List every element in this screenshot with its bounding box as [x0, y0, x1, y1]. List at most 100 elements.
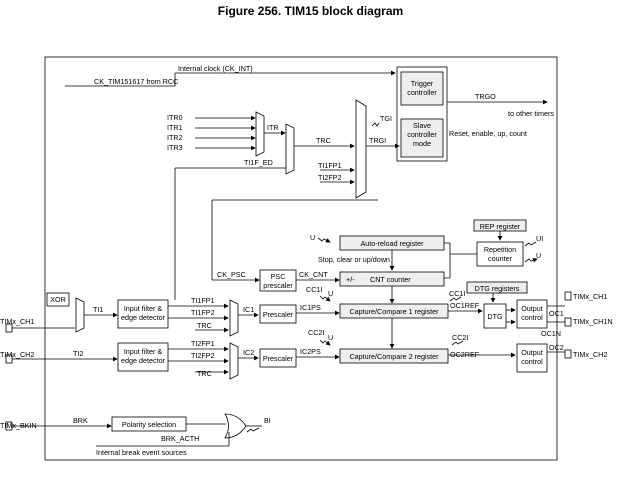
trigger-controller-block: [400, 71, 444, 106]
oc2ref-label: OC2REF: [450, 350, 480, 359]
ic2-mux: [229, 342, 239, 380]
oc1-label: OC1: [549, 309, 564, 318]
ti1-mux: [75, 297, 85, 333]
cnt-counter-label: CNT counter: [370, 275, 411, 284]
ic2ps-label: IC2PS: [300, 347, 321, 356]
psc-prescaler-block: [259, 269, 297, 292]
ui-label: UI: [536, 234, 543, 243]
timx-ch1n-out-label: TIMx_CH1N: [573, 317, 613, 326]
trc1-label: TRC: [197, 321, 212, 330]
output-control-1-block: [516, 299, 548, 329]
ic2-label: IC2: [243, 348, 254, 357]
slave-controller-block: [400, 118, 444, 158]
u-cc2-label: U: [328, 333, 333, 342]
u-rep-label: U: [536, 251, 541, 260]
ck-psc-label: CK_PSC: [217, 270, 246, 279]
trc2-label: TRC: [197, 369, 212, 378]
ti2fp2-trig-label: TI2FP2: [318, 173, 342, 182]
itr-inputs: ITR0 ITR1 ITR2 ITR3: [167, 113, 256, 152]
timx-ch2-in-label: TIMx_CH2: [0, 350, 34, 359]
itr3-label: ITR3: [167, 143, 183, 152]
break-or-gate: [224, 413, 247, 439]
ti1-label: TI1: [93, 305, 103, 314]
auto-reload-register-label: Auto-reload register: [360, 239, 424, 248]
dtg-label: DTG: [487, 312, 503, 321]
repetition-counter-block: [476, 241, 524, 267]
trgo-label: TRGO: [475, 92, 496, 101]
timx-ch1-out-label: TIMx_CH1: [573, 292, 607, 301]
tgi-interrupt-icon: [371, 122, 380, 127]
timx-bkin-label: TIMx_BKIN: [0, 421, 37, 430]
itr-label: ITR: [267, 123, 279, 132]
itr1-label: ITR1: [167, 123, 183, 132]
prescaler-1-block: [259, 304, 297, 324]
ti2fp1-label: TI2FP1: [191, 339, 215, 348]
trgi-mux: [355, 99, 367, 199]
timx-ch2-out-pin: [564, 349, 572, 359]
ui-interrupt-icon: [524, 241, 537, 247]
cc2i-top-label: CC2I: [308, 328, 324, 337]
xor-block: [46, 292, 70, 307]
brk-label: BRK: [73, 416, 88, 425]
figure-title: Figure 256. TIM15 block diagram: [217, 4, 404, 18]
rep-register-label: REP register: [480, 222, 521, 231]
cc1-interrupt-icon: [319, 295, 331, 302]
ti1fp2-label: TI1FP2: [191, 308, 215, 317]
input-filter-1-label: Input filter &edge detector: [121, 304, 166, 322]
internal-break-label: Internal break event sources: [96, 448, 187, 457]
prescaler-2-label: Prescaler: [263, 354, 294, 363]
dtg-registers-label: DTG registers: [475, 284, 520, 293]
dtg-block: [483, 303, 507, 329]
ic1-label: IC1: [243, 305, 254, 314]
itr2-label: ITR2: [167, 133, 183, 142]
polarity-selection-label: Polarity selection: [122, 420, 176, 429]
ck-rcc-label: CK_TIM151617 from RCC: [94, 77, 178, 86]
timx-ch1-in-label: TIMx_CH1: [0, 317, 34, 326]
ti2fp2-label: TI2FP2: [191, 351, 215, 360]
capture-compare-2-block: [339, 348, 449, 364]
ic1ps-label: IC1PS: [300, 303, 321, 312]
oc1n-label: OC1N: [541, 329, 561, 338]
bi-interrupt-icon: [246, 427, 260, 433]
timx-ch1n-out-pin: [564, 317, 572, 327]
prescaler-2-block: [259, 348, 297, 368]
plus-minus-label: +/-: [346, 275, 355, 284]
ti2-label: TI2: [73, 349, 83, 358]
ck-cnt-label: CK_CNT: [299, 270, 328, 279]
cc2i-interrupt-icon: [451, 340, 464, 346]
itr-mux: [255, 111, 265, 157]
reset-enable-label: Reset, enable, up, count: [449, 129, 527, 138]
u-auto-label: U: [310, 233, 315, 242]
u-rep-icon: [524, 257, 538, 263]
trgi-label: TRGI: [369, 136, 386, 145]
stop-clear-label: Stop, clear or up/down: [318, 255, 390, 264]
output-control-2-block: [516, 343, 548, 373]
trc-label: TRC: [316, 136, 331, 145]
ti1f-ed-label: TI1F_ED: [244, 158, 273, 167]
itr0-label: ITR0: [167, 113, 183, 122]
ti1fp1-trig-label: TI1FP1: [318, 161, 342, 170]
input-filter-2-label: Input filter &edge detector: [121, 347, 166, 365]
u-auto-icon: [317, 237, 331, 243]
trc-mux: [285, 123, 295, 175]
ic1-mux: [229, 299, 239, 337]
brk-acth-label: BRK_ACTH: [161, 434, 199, 443]
cc1i-label: CC1I: [449, 289, 465, 298]
u-cc1-label: U: [328, 289, 333, 298]
tgi-label: TGI: [380, 114, 392, 123]
capture-compare-1-label: Capture/Compare 1 register: [349, 307, 439, 316]
timx-ch1-out-pin: [564, 291, 572, 301]
oc2-label: OC2: [549, 343, 564, 352]
capture-compare-2-label: Capture/Compare 2 register: [349, 352, 439, 361]
cc2-interrupt-icon: [319, 339, 331, 346]
bi-label: BI: [264, 416, 271, 425]
timx-ch2-out-label: TIMx_CH2: [573, 350, 607, 359]
cc1i-top-label: CC1I: [306, 285, 322, 294]
